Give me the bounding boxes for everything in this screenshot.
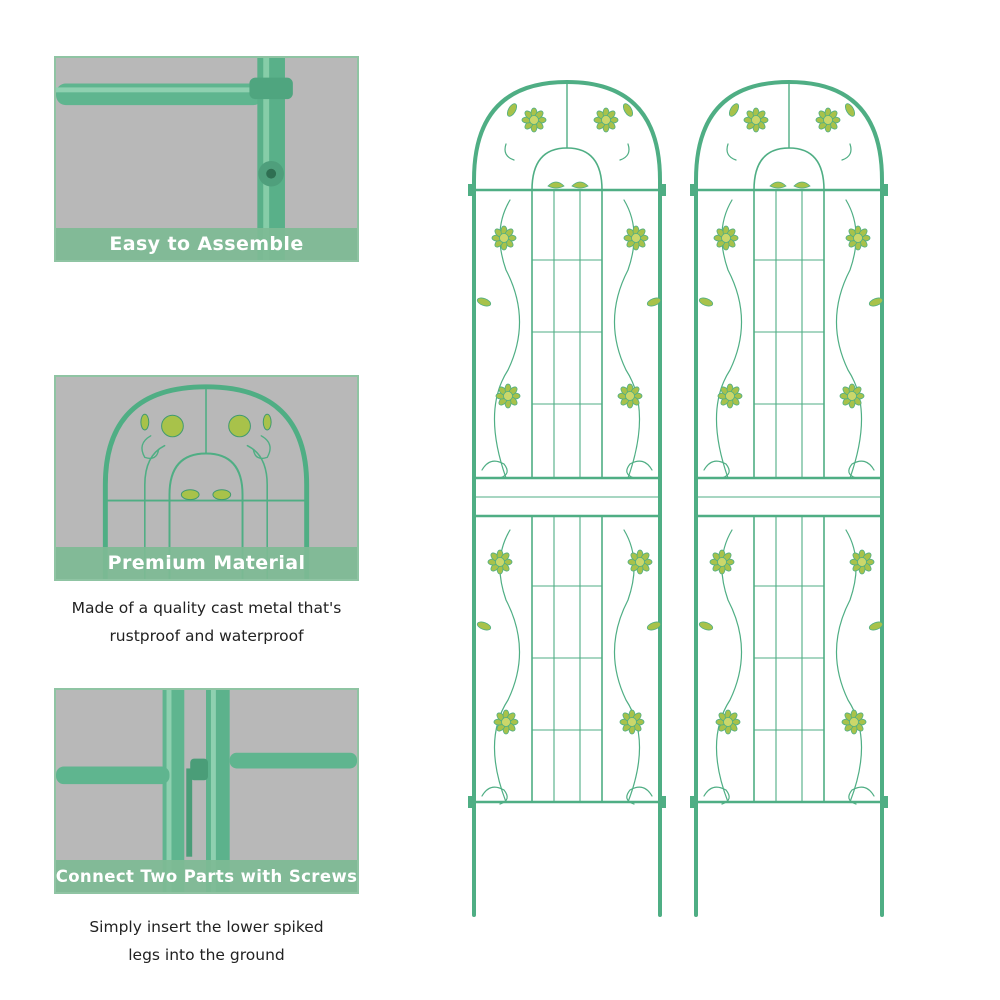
connect-photo [56, 690, 357, 892]
garden-trellis-illustration [468, 79, 888, 917]
connect-caption: Simply insert the lower spiked legs into… [54, 913, 359, 969]
material-caption: Made of a quality cast metal that's rust… [54, 594, 359, 650]
trellis-panel-right [690, 79, 888, 917]
feature-label: Connect Two Parts with Screws [56, 860, 357, 892]
feature-card-connect: Connect Two Parts with Screws [54, 688, 359, 894]
material-photo [56, 377, 357, 579]
assemble-photo [56, 58, 357, 260]
feature-card-material: Premium Material [54, 375, 359, 581]
feature-label: Premium Material [56, 547, 357, 579]
caption-line: Made of a quality cast metal that's [71, 599, 342, 617]
feature-label: Easy to Assemble [56, 228, 357, 260]
feature-card-assemble: Easy to Assemble [54, 56, 359, 262]
caption-line: rustproof and waterproof [109, 627, 304, 645]
caption-line: Simply insert the lower spiked [89, 918, 324, 936]
trellis-panel-left [468, 79, 666, 917]
caption-line: legs into the ground [128, 946, 285, 964]
